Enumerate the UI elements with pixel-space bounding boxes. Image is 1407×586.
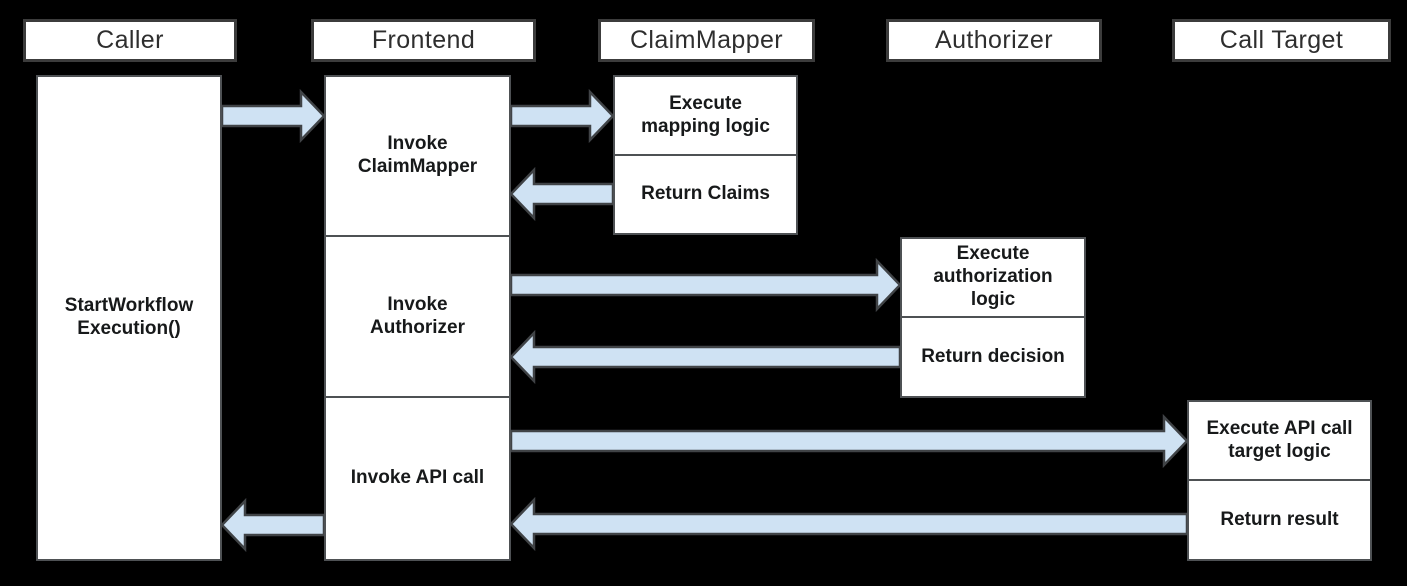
step-execute-mapping-logic: Execute mapping logic (615, 77, 796, 154)
lifeline-header-caller: Caller (23, 19, 237, 62)
message-arrow-caller-to-frontend (220, 88, 326, 144)
step-label: Execute authorization logic (933, 243, 1053, 310)
lifeline-label: Frontend (371, 26, 476, 54)
step-return-claims: Return Claims (615, 154, 796, 233)
step-label: Execute API call target logic (1206, 417, 1353, 462)
step-label: StartWorkflow Execution() (64, 295, 194, 339)
lifeline-header-authorizer: Authorizer (886, 19, 1102, 62)
step-return-decision: Return decision (902, 316, 1084, 396)
lifeline-header-call-target: Call Target (1172, 19, 1391, 62)
message-arrow-frontend-to-caller (220, 497, 326, 553)
step-invoke-claimmapper: Invoke ClaimMapper (326, 77, 509, 235)
message-arrow-frontend-to-authorizer (509, 257, 902, 313)
step-label: Execute mapping logic (641, 92, 770, 137)
step-label: Return result (1220, 508, 1339, 530)
lifeline-label: ClaimMapper (629, 26, 784, 54)
lifeline-label: Call Target (1219, 26, 1344, 54)
message-arrow-frontend-to-claimmapper (509, 88, 615, 144)
step-label: Invoke API call (350, 466, 485, 488)
lifeline-label: Caller (96, 26, 164, 54)
step-label: Invoke ClaimMapper (357, 133, 478, 178)
activation-caller-activation: StartWorkflow Execution() (36, 75, 222, 561)
step-execute-authorization-logic: Execute authorization logic (902, 239, 1084, 316)
step-execute-api-call-target-logic: Execute API call target logic (1189, 402, 1370, 479)
lifeline-header-frontend: Frontend (311, 19, 536, 62)
step-invoke-authorizer: Invoke Authorizer (326, 235, 509, 395)
step-label: Return Claims (641, 183, 770, 205)
message-arrow-call-target-to-frontend (509, 496, 1189, 552)
step-label: Return decision (921, 345, 1065, 367)
step-invoke-api-call: Invoke API call (326, 395, 509, 559)
lifeline-label: Authorizer (935, 26, 1053, 54)
step-label: Invoke Authorizer (370, 293, 465, 338)
message-arrow-authorizer-to-frontend (509, 329, 902, 385)
message-arrow-frontend-to-call-target (509, 413, 1189, 469)
lifeline-header-claimmapper: ClaimMapper (598, 19, 815, 62)
message-arrow-claimmapper-to-frontend (509, 166, 615, 222)
step-return-result: Return result (1189, 479, 1370, 559)
step-start-workflow-execution: StartWorkflow Execution() (38, 77, 220, 559)
